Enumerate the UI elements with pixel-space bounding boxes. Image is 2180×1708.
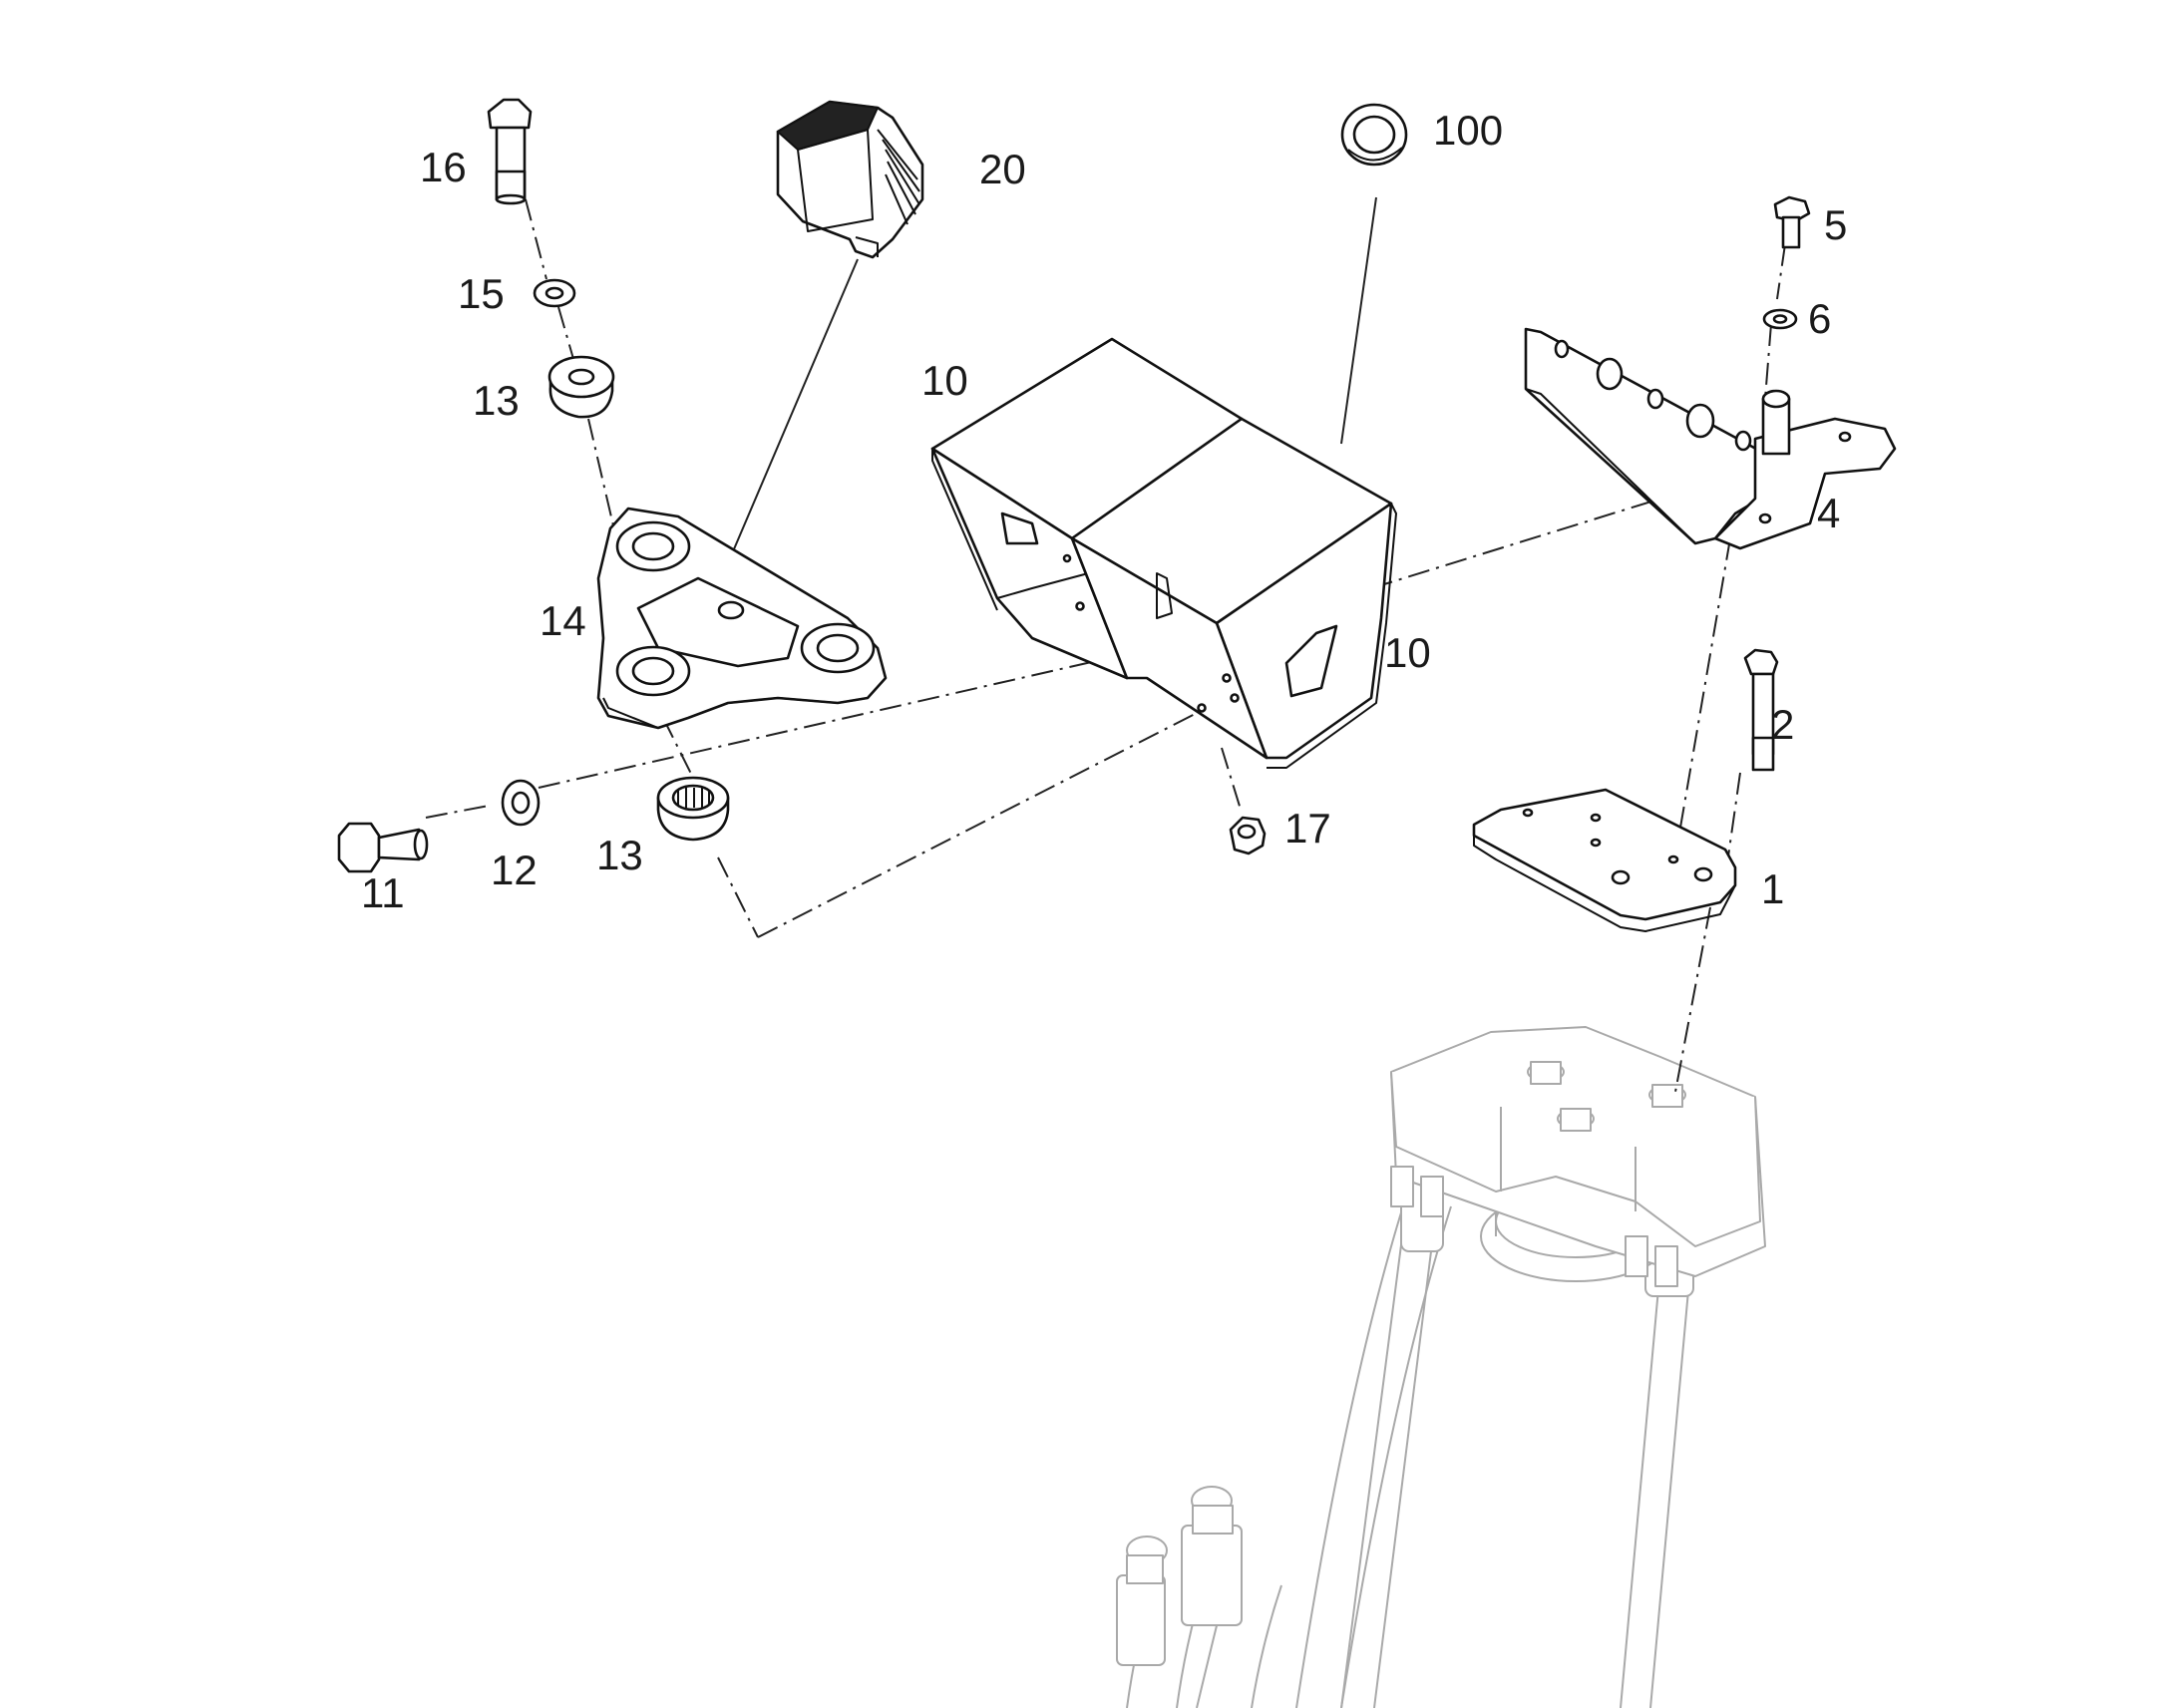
callout-16: 16 xyxy=(420,144,467,190)
reference-assembly xyxy=(1116,1026,1766,1708)
guard-housing-10-icon xyxy=(930,337,1397,769)
callout-10-top: 10 xyxy=(921,357,968,404)
washer-12-icon xyxy=(501,779,541,827)
washer-15-icon xyxy=(533,278,576,308)
leader-100 xyxy=(1340,196,1377,445)
callout-labels: 16 15 13 14 20 100 10 10 5 6 4 2 1 17 13… xyxy=(361,107,1847,916)
grommet-13-top-icon xyxy=(547,355,615,419)
callout-5: 5 xyxy=(1824,201,1847,248)
callout-6: 6 xyxy=(1808,295,1831,342)
plate-1-icon xyxy=(1472,788,1737,932)
bracket-4-icon xyxy=(1524,327,1897,550)
mount-plate-14-icon xyxy=(596,507,888,730)
grommet-13-bottom-icon xyxy=(656,776,730,842)
callout-10-bottom: 10 xyxy=(1384,629,1431,676)
bolt-16-icon xyxy=(487,98,533,205)
grommet-100-icon xyxy=(1340,103,1408,167)
callout-13-top: 13 xyxy=(473,377,520,424)
callout-20: 20 xyxy=(979,146,1026,192)
callout-14: 14 xyxy=(540,597,586,644)
callout-4: 4 xyxy=(1817,490,1840,536)
bolt-11-icon xyxy=(337,822,429,873)
bolt-2-icon xyxy=(1743,648,1779,772)
callout-13-bottom: 13 xyxy=(596,832,643,878)
assembly-lines xyxy=(425,198,1786,1093)
callout-1: 1 xyxy=(1761,865,1784,912)
work-light-20-icon xyxy=(776,100,924,259)
callout-12: 12 xyxy=(491,847,538,893)
nut-17-icon xyxy=(1229,816,1267,855)
callout-2: 2 xyxy=(1771,701,1794,748)
callout-17: 17 xyxy=(1284,805,1331,852)
callout-100: 100 xyxy=(1433,107,1503,154)
callout-15: 15 xyxy=(458,270,505,317)
leader-20 xyxy=(712,258,859,599)
bolt-5-icon xyxy=(1773,195,1811,249)
washer-6-icon xyxy=(1762,308,1798,330)
callout-11: 11 xyxy=(361,869,405,916)
